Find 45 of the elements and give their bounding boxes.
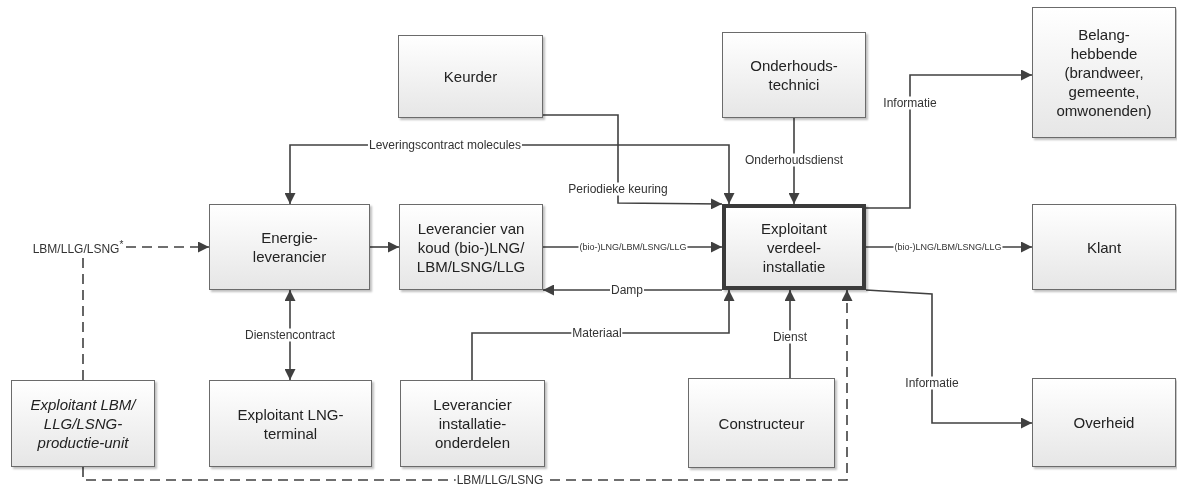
edge-label: Dienstencontract [244, 328, 336, 342]
process-box [11, 380, 155, 467]
box-label: Klant [1085, 237, 1123, 257]
edge-label: Damp [610, 283, 644, 297]
process-box [722, 204, 866, 290]
arrow [369, 241, 400, 253]
arrow [865, 289, 1033, 429]
box-label: Exploitant LNG- terminal [236, 404, 345, 443]
box-label: Energie- leverancier [251, 228, 328, 266]
edge-label: (bio-)LNG/LBM/LSNG/LLG [893, 240, 1003, 254]
process-box [1032, 204, 1176, 290]
process-box [209, 204, 370, 290]
arrow [82, 289, 853, 481]
box-label: Leverancier installatie- onderdelen [432, 395, 513, 452]
process-box [209, 380, 372, 467]
process-box [398, 35, 543, 118]
box-label: Constructeur [717, 413, 806, 433]
process-box [1032, 378, 1176, 467]
edge-label: Periodieke keuring [567, 182, 669, 196]
box-label: Exploitant verdeel- installatie [760, 218, 828, 276]
box-label: Exploitant LBM/ LLG/LSNG- productie-unit [29, 395, 138, 452]
process-box [1032, 7, 1176, 138]
process-box [722, 32, 866, 118]
edge-label: Dienst [772, 330, 808, 344]
edge-label: Informatie [904, 376, 960, 390]
process-box [400, 380, 545, 467]
arrow [788, 117, 800, 205]
process-box [688, 378, 835, 468]
edge-label: Leveringscontract molecules [367, 138, 523, 152]
edge-label: LBM/LLG/LSNG [455, 473, 545, 487]
box-label: Keurder [442, 67, 499, 86]
arrow [865, 69, 1033, 209]
edge-label: LBM/LLG/LSNG$^{*}$ [31, 238, 125, 256]
box-label: Overheid [1072, 413, 1136, 432]
box-label: Leverancier van koud (bio-)LNG/ LBM/LSNG/LLG [415, 218, 527, 276]
box-label: Belang- hebbende (brandweer, gemeente, omwonenden) [1055, 25, 1153, 120]
edge-label: Informatie [882, 96, 938, 110]
arrow [542, 114, 723, 210]
edge-label: Onderhoudsdienst [743, 153, 845, 167]
arrow [284, 289, 296, 381]
edge-label: Materiaal [571, 326, 623, 340]
edge-label: (bio-)LNG/LBM/LSNG/LLG [578, 240, 688, 254]
arrow [784, 289, 796, 379]
process-box [399, 204, 543, 290]
box-label: Onderhouds- technici [749, 56, 839, 94]
